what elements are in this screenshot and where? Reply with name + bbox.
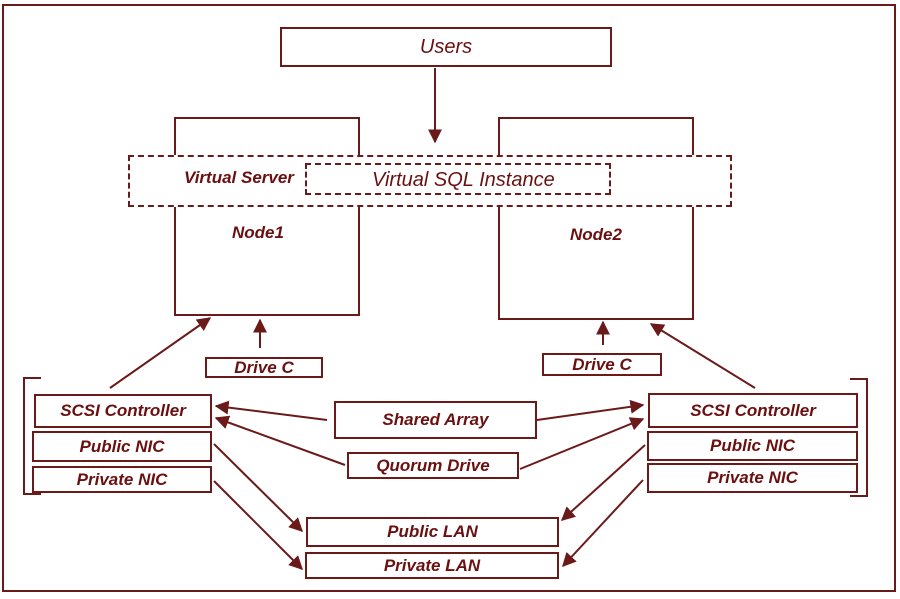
private-lan-box: Private LAN [305, 552, 559, 579]
quorum-drive-box: Quorum Drive [347, 452, 519, 479]
arrow-right-public-nic-to-public-lan [560, 444, 646, 521]
node2-label: Node2 [570, 225, 622, 244]
diagram-frame [2, 4, 896, 592]
right-bracket [850, 378, 868, 497]
public-lan-box: Public LAN [306, 517, 559, 547]
users-box: Users [280, 27, 612, 67]
arrow-left-private-nic-to-private-lan [213, 480, 303, 570]
virtual-sql-instance-box [305, 163, 611, 195]
arrow-right-private-nic-to-private-lan [562, 479, 644, 568]
node1-label: Node1 [232, 223, 284, 242]
left-public-nic-box: Public NIC [32, 431, 212, 462]
shared-array-box: Shared Array [334, 401, 537, 439]
arrow-shared-array-to-right-scsi [536, 399, 645, 421]
left-drive-c-box: Drive C [205, 357, 323, 378]
right-drive-c-box: Drive C [542, 353, 662, 376]
node2-box [498, 117, 694, 320]
virtual-server-label: Virtual Server [184, 168, 294, 187]
arrow-left-public-nic-to-public-lan [213, 443, 303, 532]
left-scsi-controller-box: SCSI Controller [34, 394, 212, 428]
right-private-nic-box: Private NIC [647, 463, 858, 493]
virtual-sql-instance-label: Virtual SQL Instance [372, 169, 555, 191]
node1-box [174, 117, 360, 316]
arrow-quorum-to-right-scsi [519, 417, 645, 470]
arrow-left-scsi-to-node1 [109, 317, 212, 389]
left-private-nic-box: Private NIC [32, 466, 212, 493]
right-scsi-controller-box: SCSI Controller [648, 393, 858, 428]
left-bracket [23, 377, 41, 495]
arrow-shared-array-to-left-scsi [214, 400, 328, 421]
right-public-nic-box: Public NIC [647, 431, 858, 461]
arrow-right-scsi-to-node2 [649, 323, 756, 389]
arrow-quorum-to-left-scsi [214, 415, 346, 466]
